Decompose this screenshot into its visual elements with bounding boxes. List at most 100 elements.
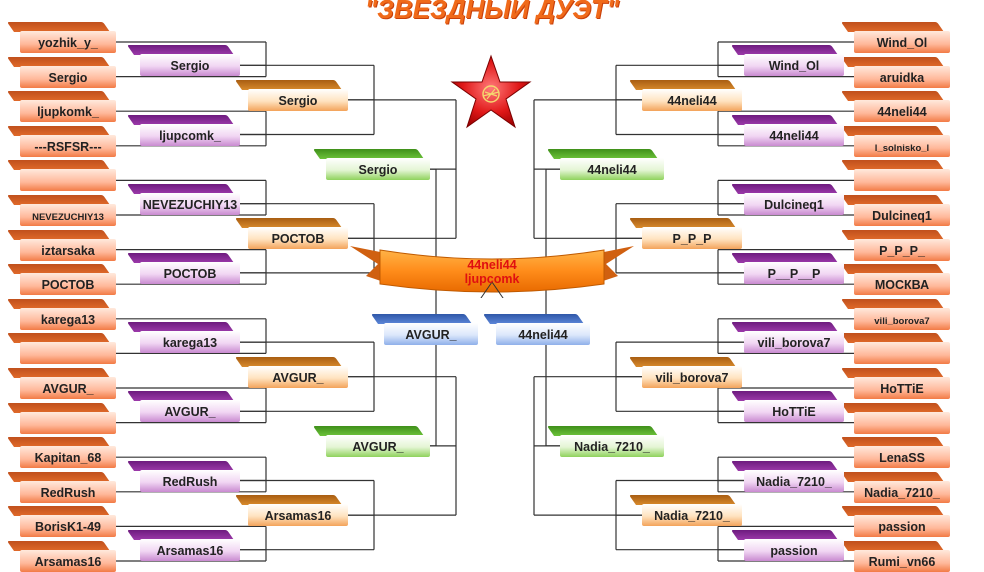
left-round1-slot-11: AVGUR_ — [20, 377, 116, 399]
player-name: passion — [770, 543, 818, 558]
player-name: AVGUR_ — [352, 439, 404, 454]
player-name: AVGUR_ — [272, 370, 324, 385]
player-name: Nadia_7210_ — [654, 509, 730, 524]
tournament-title: "ЗВЁЗДНЫЙ ДУЭТ" — [364, 0, 620, 24]
player-name: HoTTiE — [880, 382, 924, 396]
champion-ribbon — [350, 246, 634, 298]
player-name: Arsamas16 — [264, 509, 332, 524]
right-round1-slot-6: Dulcineq1 — [854, 204, 950, 226]
player-name: Arsamas16 — [156, 543, 224, 558]
left-round1-slot-15: BorisK1-49 — [20, 515, 116, 538]
left-round2-slot-8: Arsamas16 — [140, 538, 240, 561]
right-round2-slot-5: vili_borova7 — [744, 331, 844, 354]
left-round1-slot-5 — [20, 169, 116, 192]
right-round1-slot-2: aruidka — [854, 65, 950, 88]
right-round2-slot-7: Nadia_7210_ — [744, 469, 844, 492]
left-round1-slot-3: ljupkomk_ — [20, 100, 116, 123]
player-name: NEVEZUCHIY13 — [32, 212, 104, 223]
left-round2-slot-7: RedRush — [140, 469, 240, 492]
player-name: ---RSFSR--- — [34, 139, 102, 154]
player-name: RedRush — [162, 474, 218, 489]
left-round2-slot-3: NEVEZUCHIY13 — [140, 192, 240, 215]
left-round1-slot-9: karega13 — [20, 307, 116, 330]
right-round4-slot-1: 44neli44 — [560, 158, 664, 181]
player-name: 44neli44 — [667, 93, 717, 108]
right-round3-slot-2: P_P_P — [642, 227, 742, 250]
right-round3-slot-4: Nadia_7210_ — [642, 504, 742, 527]
player-name: Wind_Ol — [876, 36, 928, 50]
left-round3-slot-1: Sergio — [248, 88, 348, 111]
player-name: LenaSS — [879, 451, 925, 466]
player-name: iztarsaka — [41, 243, 95, 258]
left-round1-slot-13: Kapitan_68 — [20, 446, 116, 469]
player-name: ljupcomk_ — [159, 128, 221, 143]
right-round1-slot-15: passion — [854, 515, 950, 538]
player-name: vili_borova7 — [655, 370, 729, 385]
right-round2-slot-3: Dulcineq1 — [744, 192, 844, 215]
left-round4-slot-2: AVGUR_ — [326, 434, 430, 457]
player-name: aruidka — [879, 70, 925, 85]
star-emblem-icon — [450, 54, 532, 129]
player-name: Sergio — [358, 163, 398, 178]
left-round1-slot-1: yozhik_y_ — [20, 31, 116, 53]
left-round5-slot-1: AVGUR_ — [384, 323, 478, 345]
left-round2-slot-4: РОСТОВ — [140, 261, 240, 284]
right-round1-slot-12 — [854, 411, 950, 434]
right-round1-slot-7: P_P_P_ — [854, 238, 950, 261]
left-round1-slot-8: РОСТОВ — [20, 273, 116, 296]
left-round2-slot-1: Sergio — [140, 54, 240, 77]
player-name: AVGUR_ — [164, 405, 216, 420]
left-round1-slot-6: NEVEZUCHIY13 — [20, 204, 116, 226]
right-round1-slot-10 — [854, 342, 950, 365]
left-round1-slot-7: iztarsaka — [20, 238, 116, 261]
right-round2-slot-6: HoTTiE — [744, 400, 844, 423]
player-name: ljupkomk_ — [37, 105, 99, 120]
right-round1-slot-5 — [854, 169, 950, 192]
left-round3-slot-3: AVGUR_ — [248, 365, 348, 388]
left-round1-slot-2: Sergio — [20, 65, 116, 88]
player-name: Nadia_7210_ — [756, 474, 832, 489]
player-name: NEVEZUCHIY13 — [142, 197, 238, 212]
player-name: РОСТОВ — [163, 266, 217, 281]
player-name: passion — [878, 520, 926, 535]
player-name: РОСТОВ — [41, 278, 95, 293]
player-name: RedRush — [40, 485, 96, 500]
player-name: Nadia_7210_ — [864, 485, 940, 500]
right-round2-slot-2: 44neli44 — [744, 123, 844, 146]
right-round2-slot-8: passion — [744, 538, 844, 561]
player-name: vili_borova7 — [874, 315, 930, 327]
right-round1-slot-16: Rumi_vn66 — [854, 550, 950, 572]
player-name: P_P_P — [672, 232, 712, 247]
player-name: AVGUR_ — [405, 328, 457, 342]
player-name: yozhik_y_ — [38, 36, 98, 50]
right-round2-slot-1: Wind_Ol — [744, 54, 844, 77]
player-name: Rumi_vn66 — [868, 555, 936, 569]
left-round1-slot-10 — [20, 342, 116, 365]
left-round1-slot-16: Arsamas16 — [20, 550, 116, 572]
right-round1-slot-14: Nadia_7210_ — [854, 480, 950, 503]
player-name: karega13 — [40, 312, 96, 327]
player-name: P_P_P_ — [879, 243, 925, 258]
left-round3-slot-2: РОСТОВ — [248, 227, 348, 250]
player-name: Sergio — [48, 70, 88, 85]
left-round2-slot-6: AVGUR_ — [140, 400, 240, 423]
player-name: 44neli44 — [518, 328, 568, 342]
player-name: HoTTiE — [772, 405, 816, 420]
player-name: P__P__P — [767, 266, 821, 281]
player-name: 44neli44 — [877, 105, 927, 120]
left-round1-slot-4: ---RSFSR--- — [20, 134, 116, 157]
right-round2-slot-4: P__P__P — [744, 261, 844, 284]
player-name: Dulcineq1 — [764, 197, 824, 212]
left-round3-slot-4: Arsamas16 — [248, 504, 348, 527]
right-round1-slot-9: vili_borova7 — [854, 307, 950, 330]
player-name: Dulcineq1 — [872, 209, 932, 223]
right-round1-slot-11: HoTTiE — [854, 377, 950, 399]
left-round1-slot-12 — [20, 411, 116, 434]
player-name: 44neli44 — [587, 163, 637, 178]
champions-label: 44neli44 ljupcomk — [350, 258, 634, 286]
player-name: AVGUR_ — [42, 382, 94, 396]
player-name: Arsamas16 — [34, 555, 102, 569]
champion-2: ljupcomk — [464, 272, 520, 286]
player-name: Sergio — [278, 93, 318, 108]
